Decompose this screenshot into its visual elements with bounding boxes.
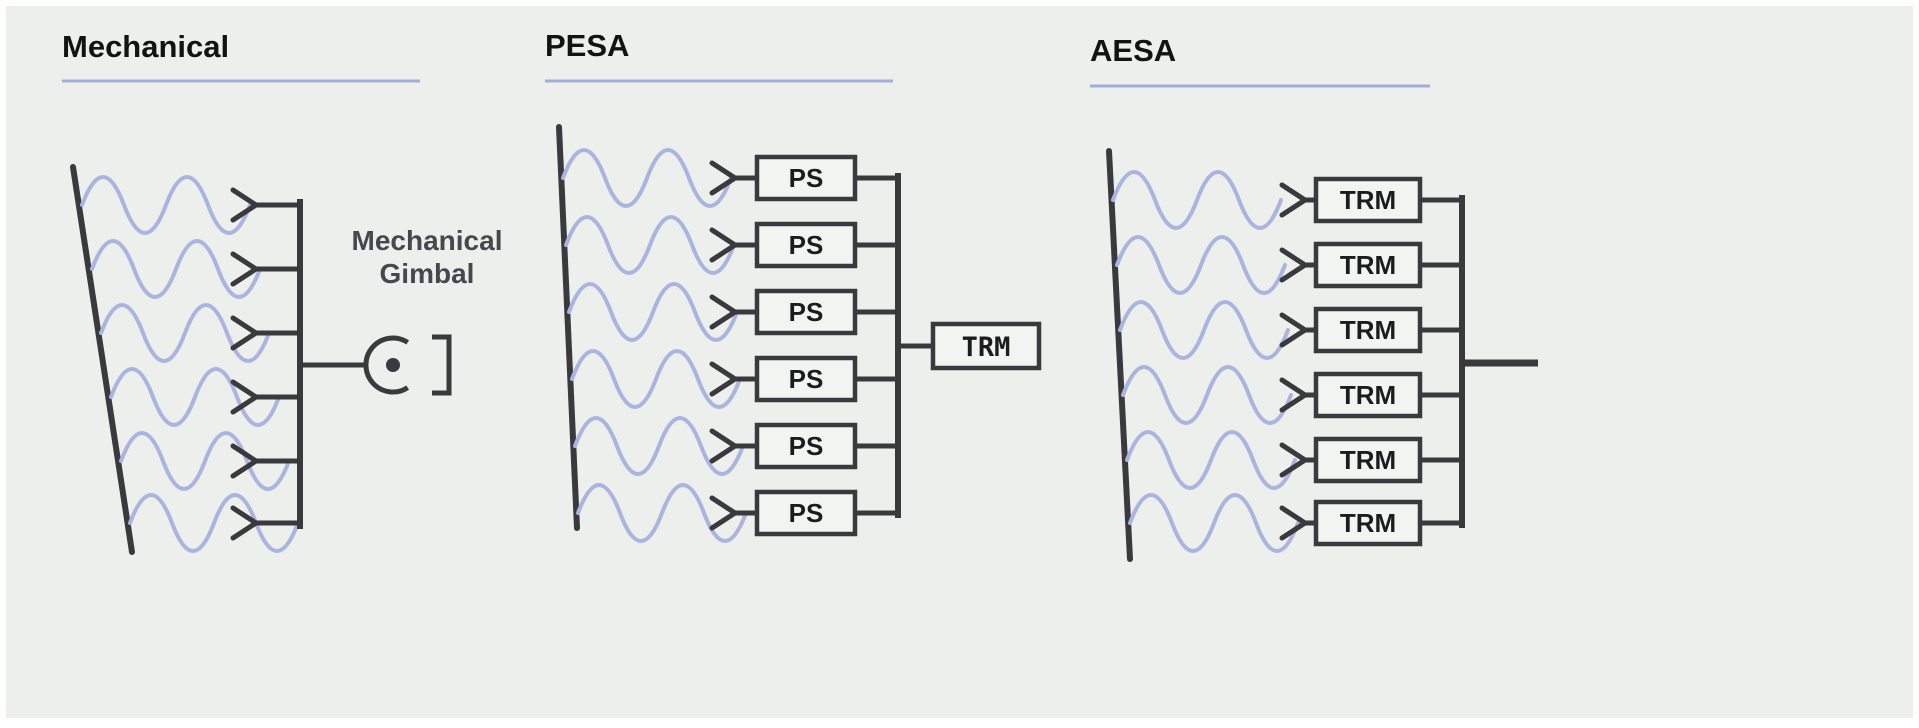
ps-box-label: PS	[789, 498, 824, 528]
ps-box	[754, 489, 858, 537]
trm-box-label: TRM	[1340, 185, 1396, 215]
trm-box-label: TRM	[962, 332, 1011, 363]
ps-box	[754, 221, 858, 269]
gimbal-icon	[363, 334, 452, 396]
trm-box-group: TRM	[930, 321, 1042, 371]
gimbal-pivot-dot	[386, 358, 400, 372]
ps-box	[754, 355, 858, 403]
antenna-array-face	[70, 164, 135, 555]
gimbal-bracket	[432, 334, 452, 396]
trm-box	[930, 321, 1042, 371]
antenna-array-face	[1106, 148, 1133, 562]
pesa-panel-title: PESA	[545, 28, 629, 63]
ps-box-label: PS	[789, 431, 824, 461]
trm-boxes: TRM TRM TRM TRM TRM TRM	[1313, 176, 1423, 547]
pesa-panel: PESA PS	[545, 28, 1042, 543]
gimbal-label-line2: Gimbal	[380, 258, 475, 289]
antenna-array-face	[556, 124, 580, 531]
ps-box-label: PS	[789, 230, 824, 260]
mechanical-panel: Mechanical Mechanical Gimbal	[62, 29, 503, 555]
trm-box	[1313, 241, 1423, 289]
trm-box	[1313, 436, 1423, 484]
trm-box-label: TRM	[1340, 315, 1396, 345]
trm-box-label: TRM	[1340, 380, 1396, 410]
ps-box	[754, 288, 858, 336]
ps-box-label: PS	[789, 364, 824, 394]
ps-box-label: PS	[789, 163, 824, 193]
ps-box	[754, 154, 858, 202]
phase-shifter-boxes: PS PS PS PS PS PS	[754, 154, 858, 537]
ps-box	[754, 422, 858, 470]
aesa-panel-title: AESA	[1090, 33, 1176, 68]
trm-box-label: TRM	[1340, 508, 1396, 538]
trm-box	[1313, 371, 1423, 419]
trm-box	[1313, 306, 1423, 354]
trm-box-label: TRM	[1340, 445, 1396, 475]
trm-box	[1313, 499, 1423, 547]
trm-box	[1313, 176, 1423, 224]
ps-box-label: PS	[789, 297, 824, 327]
gimbal-label-line1: Mechanical	[352, 225, 503, 256]
bus-stubs	[853, 175, 898, 516]
gimbal-arc	[363, 335, 410, 395]
trm-box-label: TRM	[1340, 250, 1396, 280]
aesa-panel: AESA TRM	[1090, 33, 1538, 562]
bus-stubs	[1418, 197, 1462, 526]
mechanical-panel-title: Mechanical	[62, 29, 229, 64]
